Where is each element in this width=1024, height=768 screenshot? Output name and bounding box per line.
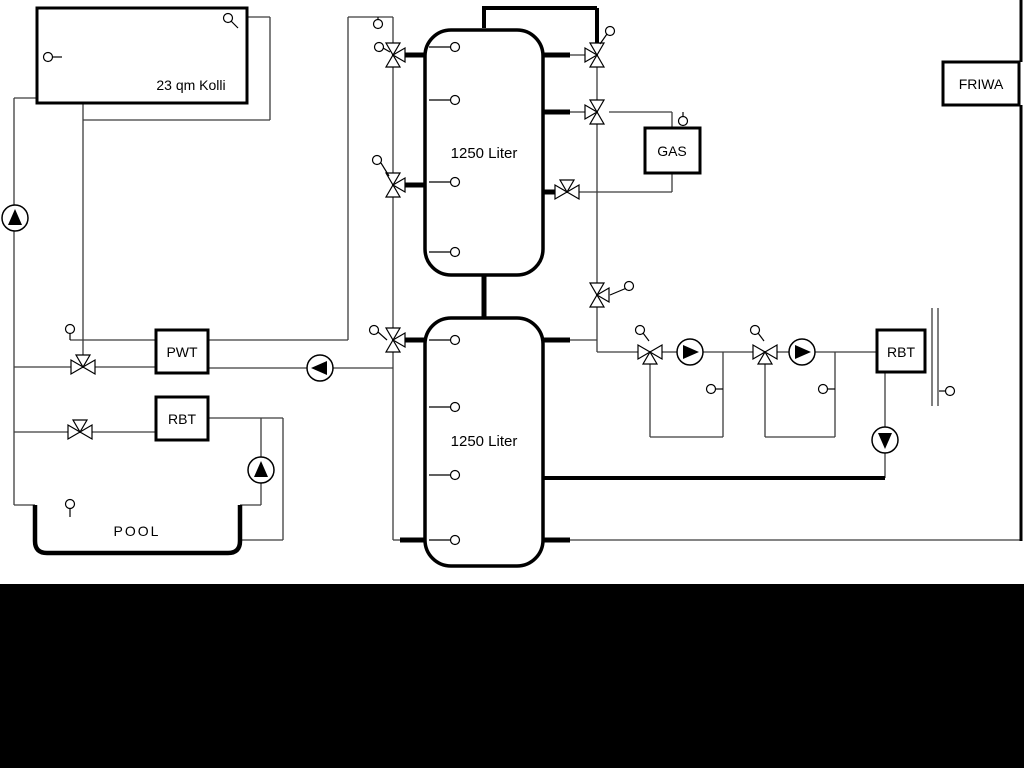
temperature-sensor-icon xyxy=(429,41,461,53)
buffer-tank-bottom-outline xyxy=(423,316,545,568)
temperature-sensor-icon xyxy=(429,246,461,258)
three-way-valve-icon-tank-right-top xyxy=(584,42,606,68)
heat-exchanger-rbt-left: RBT xyxy=(154,395,210,442)
temperature-sensor-icon xyxy=(64,323,76,340)
temperature-sensor-icon xyxy=(599,25,616,45)
pool-label: POOL xyxy=(114,523,161,539)
pumps xyxy=(1,204,899,484)
three-way-valve-icon-mixer-circuit-2 xyxy=(752,343,778,365)
temperature-sensor-icon xyxy=(222,12,239,29)
heat-exchanger-pwt: PWT xyxy=(154,328,210,375)
pool-basin-outline xyxy=(32,505,243,556)
solar-collector-label: 23 qm Kolli xyxy=(156,77,225,93)
temperature-sensor-icon xyxy=(609,280,635,296)
gas-boiler: GAS xyxy=(643,126,702,175)
pool-basin: POOL xyxy=(32,505,243,556)
temperature-sensor-icon xyxy=(705,383,723,395)
solar-primary-pump-icon xyxy=(1,204,29,232)
temperature-sensor-icon xyxy=(939,385,956,397)
temperature-sensor-icon xyxy=(429,334,461,346)
temperature-sensor-icon xyxy=(371,154,390,177)
three-way-valve-icon-tank-left-1 xyxy=(384,42,406,68)
temperature-sensor-icon xyxy=(373,41,391,53)
solar-collector-outline xyxy=(35,6,249,105)
buffer-tank-top: 1250 Liter xyxy=(423,28,545,277)
heat-exchanger-rbt-right: RBT xyxy=(875,328,927,374)
footer-black-band xyxy=(0,584,1024,768)
buffer-charge-pump-icon xyxy=(306,354,334,382)
temperature-sensor-icon xyxy=(429,469,461,481)
heat-exchanger-rbt-right-outline xyxy=(875,328,927,374)
heat-exchanger-rbt-right-label: RBT xyxy=(887,344,915,360)
temperature-sensor-icon xyxy=(817,383,835,395)
temperature-sensors xyxy=(42,12,956,546)
rbt-return-pump-icon xyxy=(871,426,899,454)
three-way-valve-icon-solar-pwt xyxy=(70,354,96,376)
three-way-valve-icon-heating-supply xyxy=(588,282,610,308)
buffer-tank-bottom-label: 1250 Liter xyxy=(451,433,518,450)
temperature-sensor-icon xyxy=(368,324,388,341)
temperature-sensor-icon xyxy=(42,51,62,63)
heat-exchanger-pwt-label: PWT xyxy=(166,344,198,360)
temperature-sensor-icon xyxy=(634,324,650,342)
three-way-valve-icon-tank-left-3 xyxy=(384,327,406,353)
friwa-station-outline xyxy=(941,60,1021,107)
heat-exchanger-rbt-left-outline xyxy=(154,395,210,442)
three-way-valve-icon-gas-supply xyxy=(584,99,606,125)
temperature-sensor-icon xyxy=(64,498,76,517)
pipes-thin xyxy=(13,16,1021,541)
pool-pump-icon xyxy=(247,456,275,484)
three-way-valve-icon-gas-return xyxy=(554,179,580,201)
temperature-sensor-icon xyxy=(429,94,461,106)
temperature-sensor-icon xyxy=(429,176,461,188)
buffer-tank-top-outline xyxy=(423,28,545,277)
gas-boiler-label: GAS xyxy=(657,143,687,159)
temperature-sensor-icon xyxy=(372,17,384,30)
solar-collector: 23 qm Kolli xyxy=(35,6,249,105)
temperature-sensor-icon xyxy=(429,401,461,413)
three-way-valve-icon-pool-rbt xyxy=(67,419,93,441)
pipes-thick xyxy=(400,0,1023,543)
buffer-tank-top-label: 1250 Liter xyxy=(451,145,518,162)
heating-circuit-2-pump-icon xyxy=(788,338,816,366)
gas-boiler-outline xyxy=(643,126,702,175)
temperature-sensor-icon xyxy=(677,112,689,127)
temperature-sensor-icon xyxy=(429,534,461,546)
heating-circuit-1-pump-icon xyxy=(676,338,704,366)
buffer-tank-bottom: 1250 Liter xyxy=(423,316,545,568)
heat-exchanger-rbt-left-label: RBT xyxy=(168,411,196,427)
three-way-valve-icon-tank-left-2 xyxy=(384,172,406,198)
heat-exchanger-pwt-outline xyxy=(154,328,210,375)
friwa-station-label: FRIWA xyxy=(959,76,1004,92)
valves xyxy=(67,42,778,441)
three-way-valve-icon-mixer-circuit-1 xyxy=(637,343,663,365)
temperature-sensor-icon xyxy=(749,324,765,342)
friwa-station: FRIWA xyxy=(941,60,1021,107)
